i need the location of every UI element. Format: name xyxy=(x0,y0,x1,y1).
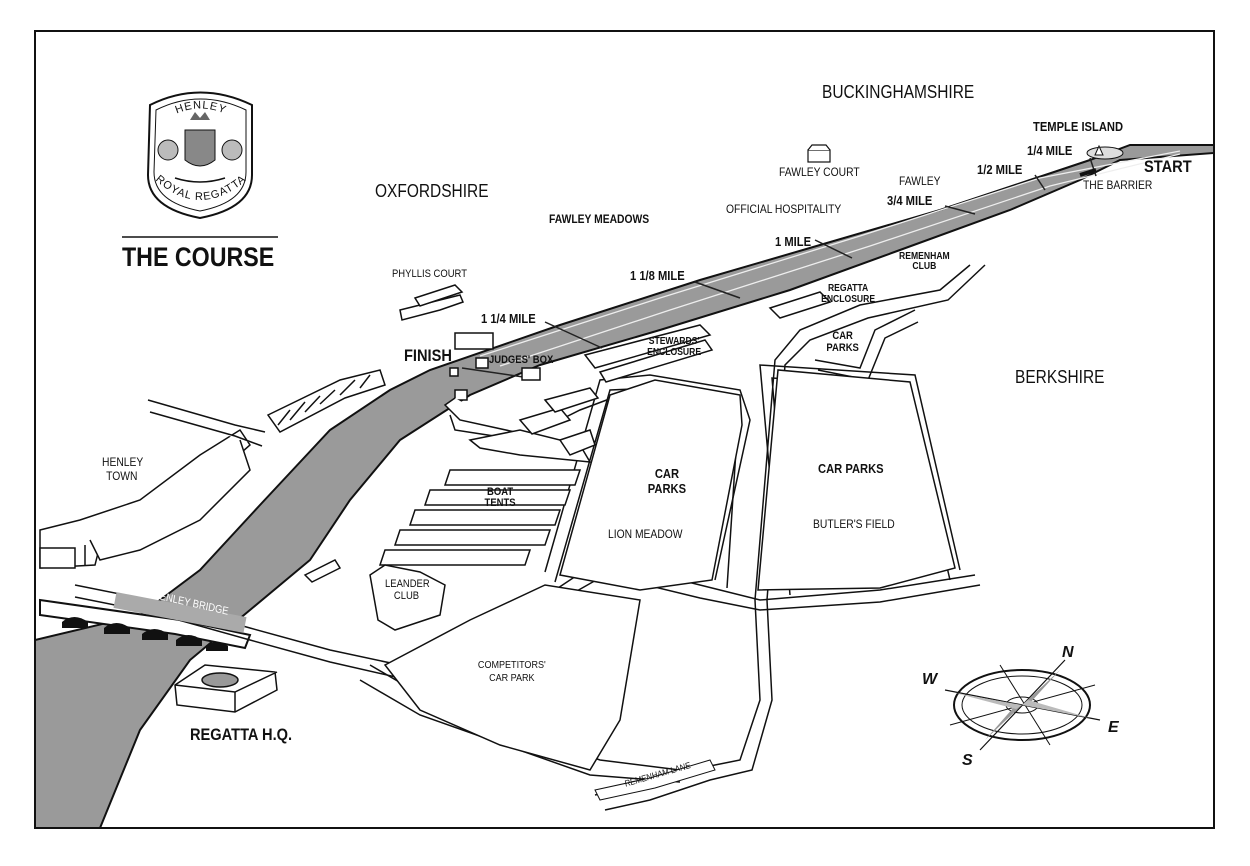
henley-royal-regatta-emblem: HENLEY ROYAL REGATTA xyxy=(146,91,253,220)
competitors-car-park-label: COMPETITORS' CAR PARK xyxy=(477,659,546,684)
compass-rose xyxy=(944,659,1101,751)
car-parks-butler-label: CAR PARKS xyxy=(818,461,884,476)
quarter-mile-marker: 1/4 MILE xyxy=(1027,143,1073,158)
fawley-meadows-label: FAWLEY MEADOWS xyxy=(549,212,650,226)
boat-tents xyxy=(378,291,832,566)
half-mile-marker: 1/2 MILE xyxy=(977,162,1023,177)
fawley-court-label: FAWLEY COURT xyxy=(779,165,860,179)
compass-n: N xyxy=(1062,644,1074,661)
map-title: THE COURSE xyxy=(122,242,275,272)
lion-meadow-area xyxy=(559,379,743,591)
compass-s: S xyxy=(962,752,973,769)
start-marker: START xyxy=(1144,157,1192,176)
henley-town-buildings xyxy=(39,428,251,569)
finish-marker: FINISH xyxy=(404,346,452,365)
regatta-hq-label: REGATTA H.Q. xyxy=(190,725,293,744)
phyllis-court-label: PHYLLIS COURT xyxy=(392,268,468,280)
three-quarter-mile-marker: 3/4 MILE xyxy=(887,193,933,208)
course-lane xyxy=(499,153,1181,367)
landing-stages xyxy=(221,442,439,540)
leander-club-label: LEANDER CLUB xyxy=(385,578,430,602)
lion-meadow-label: LION MEADOW xyxy=(608,527,683,541)
barrier-label: THE BARRIER xyxy=(1083,178,1153,192)
one-quarter-mile-marker: 1 1/4 MILE xyxy=(481,311,536,326)
stewards-enclosure-label: STEWARDS' ENCLOSURE xyxy=(647,336,702,358)
distance-ticks xyxy=(461,157,1097,379)
bridge-arches xyxy=(62,617,228,651)
county-berkshire: BERKSHIRE xyxy=(1015,367,1105,387)
svg-text:HENLEY: HENLEY xyxy=(174,99,229,116)
one-eighth-mile-marker: 1 1/8 MILE xyxy=(630,268,685,283)
butlers-field-area xyxy=(757,369,956,591)
county-buckinghamshire: BUCKINGHAMSHIRE xyxy=(822,82,975,102)
judges-box-area xyxy=(443,357,541,433)
phyllis-court-building xyxy=(399,284,494,350)
county-oxfordshire: OXFORDSHIRE xyxy=(375,181,489,201)
competitors-car-park-area xyxy=(383,584,641,771)
fawley-label: FAWLEY xyxy=(899,174,941,188)
car-parks-lion-label: CAR PARKS xyxy=(647,466,687,496)
temple-island xyxy=(1079,144,1124,177)
west-bank-buildings xyxy=(147,369,386,447)
leander-club-building xyxy=(303,559,446,631)
boat-tents-label: BOAT TENTS xyxy=(484,486,516,509)
regatta-enclosure-label: REGATTA ENCLOSURE xyxy=(821,283,876,305)
course-lane xyxy=(479,150,1181,357)
remenham-lane-band xyxy=(594,759,716,801)
bridge-text-band xyxy=(113,592,247,633)
temple-island-label: TEMPLE ISLAND xyxy=(1033,119,1124,134)
one-mile-marker: 1 MILE xyxy=(775,234,812,249)
fawley-court-icon xyxy=(807,144,831,163)
henley-town-label: HENLEY TOWN xyxy=(102,455,144,483)
river xyxy=(34,144,1215,829)
emblem-top-text: HENLEY xyxy=(174,99,228,116)
remenham-club-label: REMENHAM CLUB xyxy=(899,251,950,272)
judges-box-label: JUDGES' BOX xyxy=(489,354,554,366)
official-hospitality-label: OFFICIAL HOSPITALITY xyxy=(726,202,842,216)
car-parks-north-label: CAR PARKS xyxy=(826,330,859,354)
regatta-hq-building xyxy=(174,664,278,713)
compass-w: W xyxy=(922,671,938,688)
butlers-field-label: BUTLER'S FIELD xyxy=(813,517,895,531)
compass-e: E xyxy=(1108,719,1119,736)
